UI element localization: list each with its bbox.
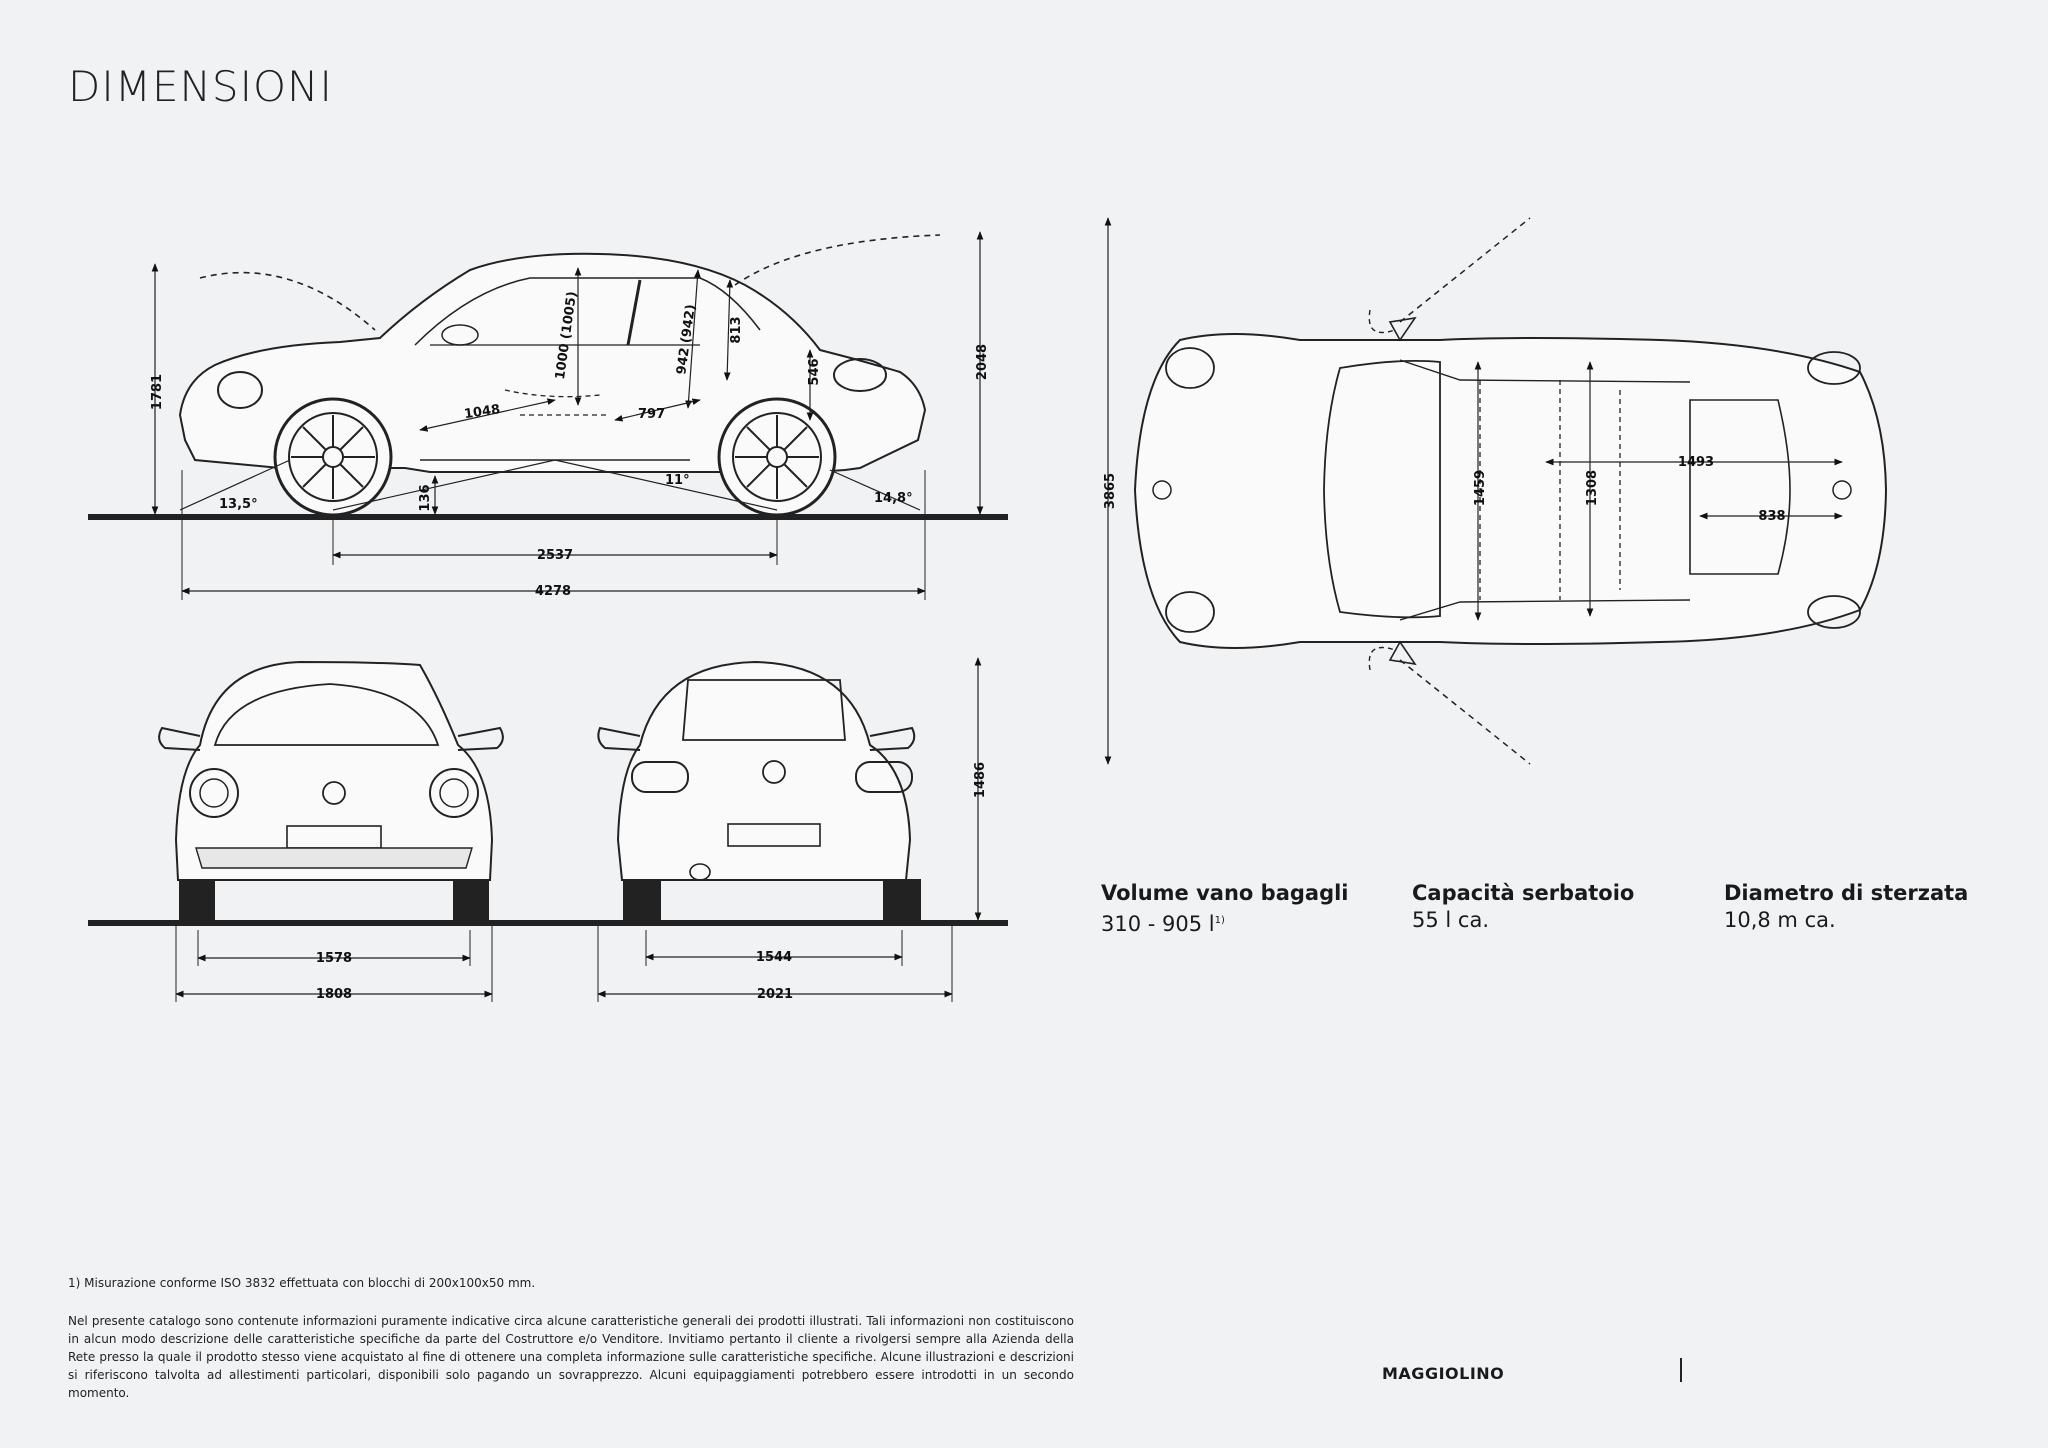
disclaimer: Nel presente catalogo sono contenute inf… — [68, 1314, 1074, 1400]
taillight-top-right — [1807, 595, 1861, 629]
rear-tyre-left — [623, 879, 661, 923]
rear-plate — [727, 823, 821, 847]
label-width-mirrors: 2021 — [757, 987, 793, 1002]
headlight-top-right — [1165, 591, 1215, 633]
front-view — [88, 660, 1008, 1002]
front-view-labels: 1578 1808 — [316, 951, 352, 1002]
spec-fuel-capacity: Capacità serbatoio 55 l ca. — [1412, 880, 1634, 934]
front-logo — [322, 781, 346, 805]
spec-value: 310 - 905 l1) — [1101, 912, 1225, 936]
rear-mirror-left — [597, 726, 641, 751]
top-view-labels: 3865 1459 1308 1493 838 — [1103, 455, 1786, 524]
label-overall-length: 4278 — [535, 584, 571, 599]
spec-label: Diametro di sterzata — [1724, 881, 1969, 905]
label-width: 1808 — [316, 987, 352, 1002]
spec-label: Capacità serbatoio — [1412, 881, 1635, 905]
footer-divider — [1680, 1358, 1682, 1382]
label-track-rear: 1544 — [756, 950, 792, 965]
top-rear-logo — [1832, 480, 1852, 500]
windshield — [213, 683, 440, 746]
headlight-side — [217, 371, 263, 409]
label-front-legroom: 1048 — [463, 402, 501, 422]
label-height-open: 2048 — [975, 344, 990, 380]
spec-boot-volume: Volume vano bagagli 310 - 905 l1) — [1101, 880, 1349, 938]
rear-window — [682, 679, 846, 741]
label-breakover-angle: 11° — [665, 473, 690, 488]
label-front-angle: 13,5° — [219, 497, 258, 512]
headlight-left — [189, 768, 239, 818]
front-wheel — [273, 397, 393, 517]
taillight-side — [833, 358, 887, 392]
label-rear-seat-height: 813 — [729, 316, 744, 343]
taillight-left — [631, 761, 689, 793]
front-tyre-right — [453, 879, 489, 923]
headlight-top-left — [1165, 347, 1215, 389]
b-pillar — [626, 279, 642, 346]
car-body-front — [174, 660, 494, 881]
mirror-left — [158, 726, 201, 751]
top-view — [1104, 217, 1888, 765]
label-rear-angle: 14,8° — [874, 491, 913, 506]
rear-window-top — [1689, 399, 1791, 575]
spec-value: 55 l ca. — [1412, 908, 1489, 932]
label-track-front: 1578 — [316, 951, 352, 966]
side-view — [88, 231, 1008, 600]
label-wheelbase: 2537 — [537, 548, 573, 563]
label-rear-legroom: 797 — [638, 407, 665, 422]
headlight-right — [429, 768, 479, 818]
rear-logo — [762, 760, 786, 784]
label-top-length: 3865 — [1103, 473, 1118, 509]
window-line — [414, 277, 761, 346]
footnote: 1) Misurazione conforme ISO 3832 effettu… — [68, 1276, 536, 1290]
label-ground-clearance: 136 — [418, 484, 433, 511]
taillight-right — [855, 761, 913, 793]
label-overall-height: 1781 — [150, 374, 165, 410]
label-boot-length: 1493 — [1678, 455, 1714, 470]
windshield-top — [1323, 359, 1441, 619]
label-interior-width-front: 1459 — [1473, 470, 1488, 506]
label-interior-width-rear: 1308 — [1585, 470, 1600, 506]
side-mirror — [441, 324, 479, 346]
spec-value: 10,8 m ca. — [1724, 908, 1836, 932]
rear-view — [597, 657, 982, 1002]
label-height: 1486 — [973, 762, 988, 798]
front-tyre-left — [179, 879, 215, 923]
seat-dashed — [504, 389, 610, 416]
top-front-logo — [1152, 480, 1172, 500]
label-rear-overhang-height: 546 — [807, 358, 822, 385]
mirror-right — [457, 726, 504, 751]
car-body-rear — [616, 660, 912, 881]
tailgate-open-dashed — [734, 234, 941, 286]
label-boot-width: 838 — [1758, 509, 1785, 524]
brand-footer: MAGGIOLINO — [1382, 1364, 1505, 1383]
front-grille — [195, 847, 473, 869]
rear-mirror-right — [869, 726, 916, 751]
spec-label: Volume vano bagagli — [1101, 881, 1349, 905]
exhaust — [689, 863, 711, 881]
taillight-top-left — [1807, 351, 1861, 385]
page-title: DIMENSIONI — [68, 62, 333, 111]
door-swing-dashed — [1399, 217, 1531, 765]
rear-wheel — [717, 397, 837, 517]
rear-tyre-right — [883, 879, 921, 923]
rear-view-labels: 1544 2021 1486 — [756, 762, 988, 1002]
hood-open-dashed — [199, 271, 376, 331]
spec-turning-diameter: Diametro di sterzata 10,8 m ca. — [1724, 880, 1968, 934]
